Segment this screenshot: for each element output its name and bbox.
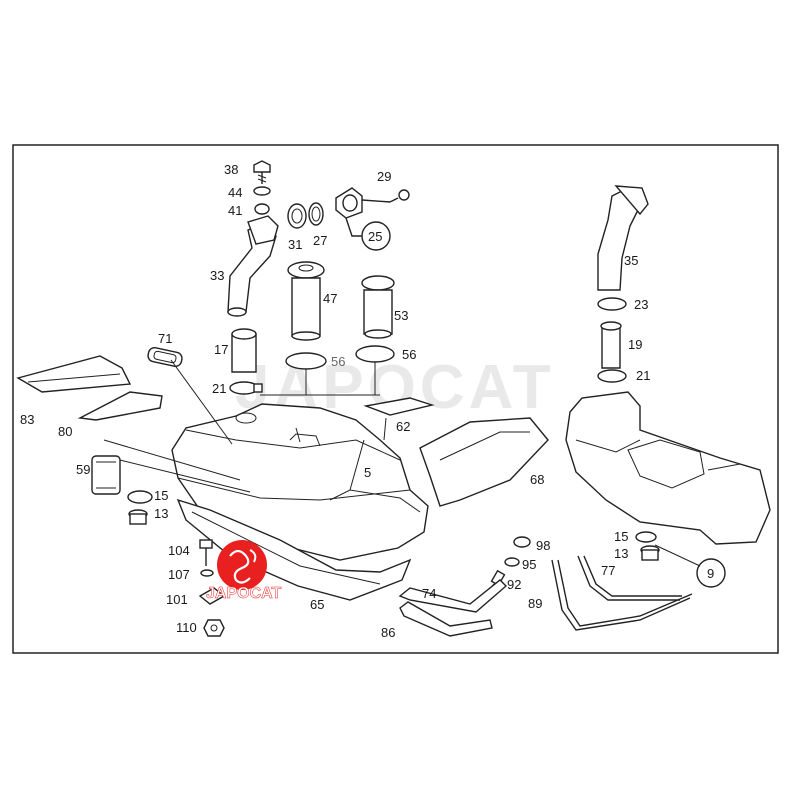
callout-25-circle xyxy=(361,221,391,251)
part-23-clamp xyxy=(597,297,627,311)
part-41-grommet xyxy=(254,203,270,215)
callout-107: 107 xyxy=(168,567,190,582)
part-44-washer xyxy=(253,186,271,196)
callout-86: 86 xyxy=(381,625,395,640)
part-27-seal xyxy=(308,202,324,226)
callout-23: 23 xyxy=(634,297,648,312)
callout-41: 41 xyxy=(228,203,242,218)
callout-68: 68 xyxy=(530,472,544,487)
part-21-clamp-right xyxy=(597,369,627,383)
callout-74: 74 xyxy=(422,586,436,601)
callout-59: 59 xyxy=(76,462,90,477)
part-38-bolt xyxy=(253,160,271,184)
callout-19: 19 xyxy=(628,337,642,352)
part-31-ring xyxy=(287,203,307,229)
callout-38: 38 xyxy=(224,162,238,177)
callout-15-left: 15 xyxy=(154,488,168,503)
callout-21-right: 21 xyxy=(636,368,650,383)
part-33-filler-neck xyxy=(227,215,279,317)
part-15-ring-right xyxy=(635,531,657,543)
callout-33: 33 xyxy=(210,268,224,283)
part-fuel-cap-lock xyxy=(335,187,410,237)
callout-21-left: 21 xyxy=(212,381,226,396)
japocat-logo: JAPOCAT xyxy=(206,540,282,602)
part-68-heat-shield xyxy=(419,417,549,507)
callout-92: 92 xyxy=(507,577,521,592)
part-104-bolt xyxy=(199,539,213,566)
callout-80: 80 xyxy=(58,424,72,439)
part-74-strap xyxy=(398,579,508,613)
callout-83: 83 xyxy=(20,412,34,427)
callout-47: 47 xyxy=(323,291,337,306)
part-59-filter xyxy=(91,455,121,495)
callout-13-left: 13 xyxy=(154,506,168,521)
part-13-plug-left xyxy=(128,509,148,525)
leader-lines xyxy=(170,359,387,491)
part-19-hose xyxy=(600,321,622,369)
part-15-ring-left xyxy=(127,490,153,504)
callout-27: 27 xyxy=(313,233,327,248)
callout-101: 101 xyxy=(166,592,188,607)
part-83-heat-shield xyxy=(16,355,132,393)
part-86-strap xyxy=(399,601,493,637)
part-56-seal-left xyxy=(285,352,327,370)
part-101-bracket xyxy=(198,587,226,605)
callout-9: 9 xyxy=(707,566,714,581)
callout-17: 17 xyxy=(214,342,228,357)
callout-89: 89 xyxy=(528,596,542,611)
part-107-washer xyxy=(200,569,214,577)
part-98-nut xyxy=(513,536,531,548)
callout-62: 62 xyxy=(396,419,410,434)
callout-98: 98 xyxy=(536,538,550,553)
part-110-nut xyxy=(203,619,225,637)
part-56-seal-right xyxy=(355,345,395,363)
callout-15-right: 15 xyxy=(614,529,628,544)
callout-44: 44 xyxy=(228,185,242,200)
part-53-sender-unit xyxy=(361,275,395,339)
callout-104: 104 xyxy=(168,543,190,558)
callout-9-circle xyxy=(696,558,726,588)
callout-65: 65 xyxy=(310,597,324,612)
callout-5: 5 xyxy=(364,465,371,480)
callout-25: 25 xyxy=(368,229,382,244)
part-77-strap xyxy=(577,555,682,601)
part-95-washer xyxy=(504,557,520,567)
callout-95: 95 xyxy=(522,557,536,572)
part-fuel-tank-right xyxy=(565,391,771,545)
callout-77: 77 xyxy=(601,563,615,578)
logo-text: JAPOCAT xyxy=(206,585,281,602)
part-62-pad xyxy=(363,397,435,416)
part-89-strap xyxy=(551,559,693,631)
part-71-grommet xyxy=(147,347,183,367)
callout-71: 71 xyxy=(158,331,172,346)
part-21-clamp-left xyxy=(229,381,263,395)
callout-31: 31 xyxy=(288,237,302,252)
callout-35: 35 xyxy=(624,253,638,268)
callout-53: 53 xyxy=(394,308,408,323)
callout-110: 110 xyxy=(176,620,197,635)
part-13-plug-right xyxy=(640,545,660,561)
callout-13-right: 13 xyxy=(614,546,628,561)
callout-56-left: 56 xyxy=(331,354,345,369)
callout-56-right: 56 xyxy=(402,347,416,362)
callout-29: 29 xyxy=(377,169,391,184)
part-47-sender-unit xyxy=(287,261,325,341)
part-17-hose xyxy=(231,328,257,373)
diagram-frame xyxy=(12,144,779,654)
part-35-filler-neck xyxy=(597,185,649,291)
part-80-heat-shield xyxy=(77,391,163,421)
